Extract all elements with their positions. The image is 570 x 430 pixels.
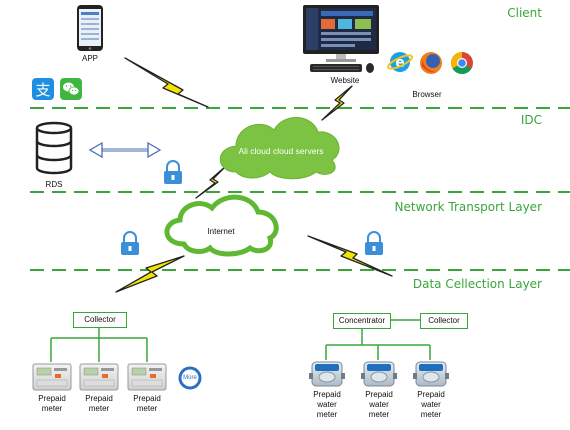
water-meter-icon [361, 361, 397, 387]
lightning-app-cloud [124, 57, 209, 108]
ali-cloud-label: Ali cloud cloud servers [238, 146, 324, 156]
lightning-website-cloud [321, 85, 353, 121]
lock-icon [121, 231, 139, 255]
wechat-icon [60, 78, 82, 100]
website-label: Website [330, 76, 360, 85]
water-meter-label: Prepaid water meter [313, 390, 341, 419]
layer-label-data-collection: Data Cellection Layer [412, 277, 542, 291]
phone-icon [77, 5, 103, 51]
browser-label: Browser [412, 90, 442, 99]
more-circle-icon [178, 366, 202, 390]
app-label: APP [81, 54, 98, 63]
meter-label: Prepaid meter [85, 394, 113, 413]
internet-explorer-icon: e [387, 52, 413, 72]
meter-label: Prepaid meter [133, 394, 161, 413]
meter-label: Prepaid meter [38, 394, 66, 413]
double-arrow-icon [88, 141, 162, 159]
electricity-meter-icon [79, 363, 119, 391]
lock-icon [164, 160, 182, 184]
svg-text:支: 支 [35, 81, 50, 99]
alipay-icon: 支 [32, 78, 54, 100]
right-collector-box: Collector [420, 313, 468, 329]
internet-cloud-shape [164, 194, 279, 257]
left-meter-connectors [50, 327, 148, 362]
lightning-cloud-internet [195, 165, 227, 199]
lightning-internet-concentrator [307, 235, 393, 277]
electricity-meter-icon [127, 363, 167, 391]
chrome-icon [451, 52, 473, 74]
lightning-internet-collector [115, 255, 185, 293]
lock-icon [365, 231, 383, 255]
internet-label: Internet [207, 227, 235, 236]
layer-label-client: Client [507, 6, 542, 20]
rds-label: RDS [45, 180, 63, 189]
right-meter-connectors [325, 319, 431, 360]
desktop-computer-icon [303, 5, 379, 73]
layer-label-idc: IDC [520, 113, 542, 127]
firefox-icon [420, 52, 442, 74]
water-meter-icon [309, 361, 345, 387]
water-meter-label: Prepaid water meter [417, 390, 445, 419]
electricity-meter-icon [32, 363, 72, 391]
ali-cloud-shape [219, 117, 340, 180]
layer-label-network: Network Transport Layer [394, 200, 543, 214]
water-meter-icon [413, 361, 449, 387]
water-meter-label: Prepaid water meter [365, 390, 393, 419]
svg-text:e: e [395, 55, 405, 71]
left-collector-box: Collector [73, 312, 127, 328]
concentrator-box: Concentrator [333, 313, 391, 329]
database-icon [35, 121, 73, 175]
more-label: More [183, 375, 197, 381]
